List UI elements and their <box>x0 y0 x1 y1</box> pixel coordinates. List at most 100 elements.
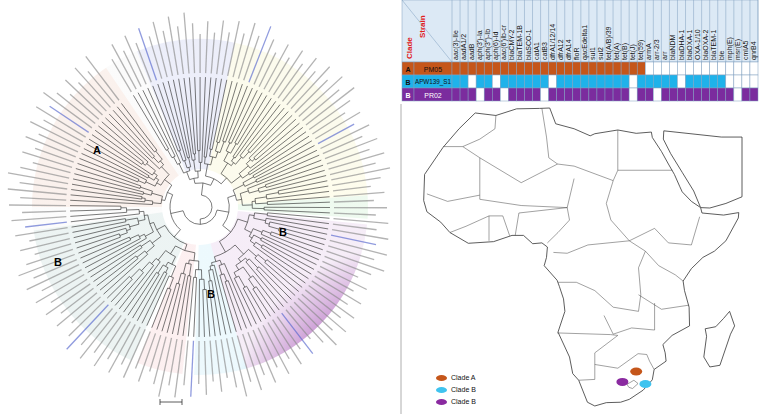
leaf-label-mark <box>221 339 227 378</box>
table-cell <box>653 62 661 75</box>
table-cell <box>581 88 589 101</box>
gene-column-header: catB3 <box>541 42 549 60</box>
leaf-label-mark <box>232 337 247 396</box>
legend-swatch <box>436 399 447 405</box>
table-cell <box>718 88 726 101</box>
leaf-label-mark <box>334 213 376 215</box>
table-cell <box>524 62 532 75</box>
table-cell <box>605 75 613 88</box>
leaf-label-mark <box>333 219 388 224</box>
leaf-label-mark <box>329 153 385 169</box>
gene-column-header: blaTEM-1 <box>710 30 718 60</box>
country-border <box>480 179 574 208</box>
table-cell <box>726 62 734 75</box>
leaf-label-mark <box>163 31 172 76</box>
leaf-label-mark <box>135 331 150 368</box>
table-cell <box>581 75 589 88</box>
gene-column-header: tet(J) <box>629 44 637 60</box>
table-cell <box>734 75 742 88</box>
table-cell <box>597 88 605 101</box>
gene-column-header: arr <box>661 51 669 60</box>
table-cell <box>500 62 508 75</box>
leaf-label-mark <box>305 290 340 318</box>
leaf-label-mark <box>20 198 66 200</box>
strain-cell: PM05 <box>424 65 442 72</box>
table-cell <box>718 62 726 75</box>
table-cell <box>750 62 758 75</box>
table-cell <box>468 88 476 101</box>
table-cell <box>605 62 613 75</box>
table-cell <box>468 62 476 75</box>
leaf-label-mark <box>205 341 207 395</box>
leaf-label-mark <box>29 233 68 241</box>
leaf-label-mark <box>287 71 316 105</box>
leaf-label-mark <box>198 341 200 384</box>
table-cell <box>621 88 629 101</box>
gene-column-header: aph(3')-Ia <box>476 30 484 60</box>
table-cell <box>645 88 653 101</box>
legend-label: Clade A <box>451 374 476 381</box>
gene-column-header: tet(B) <box>621 43 629 60</box>
table-cell <box>557 75 565 88</box>
leaf-label-mark <box>330 240 387 255</box>
gene-column-header: tet(A) <box>613 43 621 60</box>
table-cell <box>742 75 750 88</box>
table-cell <box>452 75 460 88</box>
table-cell <box>468 75 476 88</box>
leaf-label-mark <box>191 341 194 397</box>
table-cell <box>565 88 573 101</box>
table-cell <box>613 88 621 101</box>
gene-column-header: catA1 <box>533 42 541 60</box>
legend-label: Clade B <box>451 398 476 405</box>
header-label: Strain <box>418 15 427 38</box>
table-cell <box>669 88 677 101</box>
gene-column-header: sul2 <box>597 47 605 60</box>
leaf-label-mark <box>86 56 119 100</box>
table-cell <box>508 75 516 88</box>
table-cell <box>573 88 581 101</box>
leaf-label-mark <box>331 168 390 180</box>
leaf-label-mark <box>193 23 195 73</box>
location-dot <box>616 378 628 386</box>
gene-column-header: OXA-1/10 <box>694 29 702 60</box>
gene-column-header: blaCMY-2 <box>508 30 516 60</box>
leaf-label-mark <box>136 43 151 82</box>
table-cell <box>414 88 452 101</box>
table-cell <box>573 62 581 75</box>
table-cell <box>750 75 758 88</box>
country-border <box>627 380 638 388</box>
land-outline <box>704 311 735 367</box>
clade-wedge <box>34 212 185 360</box>
table-cell <box>742 62 750 75</box>
gene-column-header: floR <box>573 48 581 60</box>
country-border <box>557 333 618 335</box>
leaf-label-mark <box>222 32 229 74</box>
leaf-label-mark <box>75 68 110 107</box>
leaf-label-mark <box>322 261 358 277</box>
table-cell <box>597 62 605 75</box>
country-border <box>427 147 480 202</box>
strain-cell: PR02 <box>424 91 442 98</box>
gene-column-header: mph(E) <box>726 37 734 60</box>
clade-label: A <box>93 145 101 156</box>
table-cell <box>677 62 685 75</box>
gene-column-header: dfrA14 <box>565 39 573 60</box>
leaf-label-mark <box>323 136 362 153</box>
table-cell <box>516 75 524 88</box>
table-cell <box>669 75 677 88</box>
leaf-label-mark <box>159 338 172 397</box>
table-cell <box>589 75 597 88</box>
country-border <box>639 295 690 310</box>
table-cell <box>533 88 541 101</box>
country-border <box>595 354 654 370</box>
table-cell <box>508 62 516 75</box>
leaf-label-mark <box>334 207 387 209</box>
table-header <box>402 0 758 62</box>
table-cell <box>452 88 460 101</box>
table-cell <box>597 75 605 88</box>
leaf-label-mark <box>273 320 302 365</box>
table-cell <box>661 75 669 88</box>
gene-table <box>402 0 758 101</box>
table-cell <box>621 75 629 88</box>
